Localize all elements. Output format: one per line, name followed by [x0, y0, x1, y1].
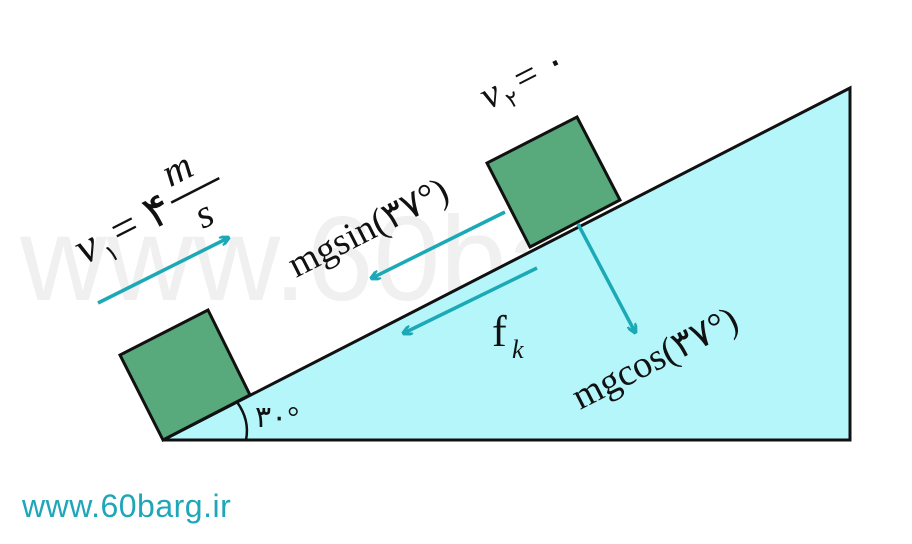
friction-label: f k [492, 307, 524, 364]
v2-label: v ۲ = ۰ [472, 36, 575, 118]
friction-subscript: k [512, 335, 524, 364]
friction-arrow [404, 266, 538, 333]
mgsin-arrow [372, 210, 506, 278]
mgcos-arrow [576, 223, 635, 332]
v1-fraction-bar [170, 176, 220, 204]
v2-value: = ۰ [506, 36, 575, 101]
upper-block [484, 114, 623, 250]
site-url: www.60barg.ir [22, 488, 232, 524]
lower-block [117, 307, 252, 443]
v1-unit-numerator: m [154, 142, 200, 195]
velocity-arrow [97, 238, 228, 305]
friction-symbol: f [492, 307, 507, 356]
inclined-plane [162, 85, 852, 442]
angle-arc [235, 401, 249, 441]
angle-label: ۳۰° [255, 401, 299, 434]
